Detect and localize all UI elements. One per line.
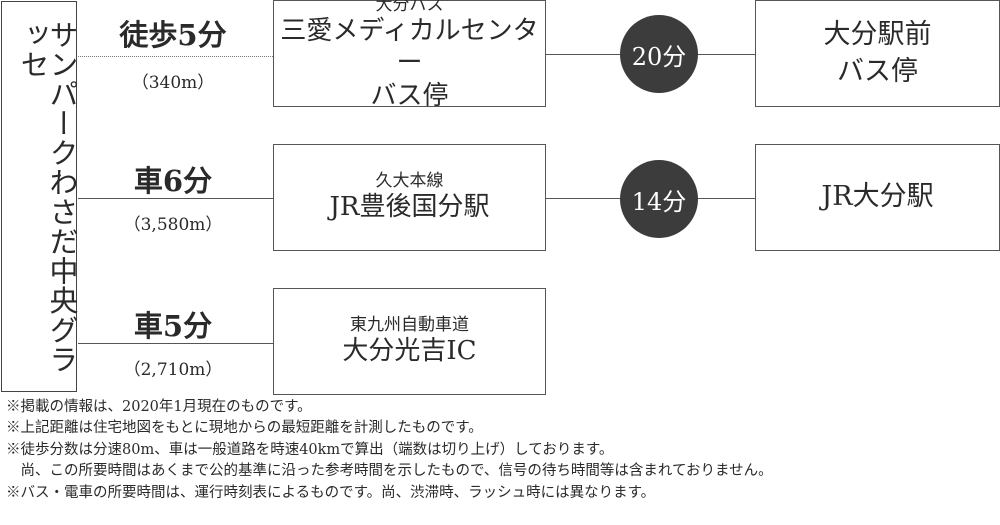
route-3-method: 車5分 [133, 309, 213, 343]
route-2-stop-box: 久大本線 JR豊後国分駅 [273, 144, 546, 251]
route-3-stop-name: 大分光吉IC [342, 336, 477, 367]
route-1-stop-operator: 大分バス [375, 0, 444, 15]
route-1-connector [78, 56, 273, 57]
route-1-destination-type: バス停 [837, 55, 918, 87]
route-2-method: 車6分 [133, 164, 213, 198]
route-2-connector [78, 198, 273, 199]
route-2-destination-box: JR大分駅 [755, 144, 1000, 251]
route-2-time-badge: 14分 [620, 160, 698, 238]
origin-name: サンパークわさだ中央グラッセ [16, 20, 79, 374]
route-1-stop-name: 三愛メディカルセンター [280, 15, 539, 79]
route-2-stop-name: JR豊後国分駅 [329, 192, 490, 223]
route-1-stop-box: 大分バス 三愛メディカルセンター バス停 [273, 0, 546, 111]
route-1-stop-type: バス停 [370, 80, 449, 111]
route-2-stop-line-name: 久大本線 [375, 171, 444, 192]
footnote: ※上記距離は住宅地図をもとに現地からの最短距離を計測したものです。 [6, 420, 483, 437]
origin-box: サンパークわさだ中央グラッセ [1, 1, 79, 392]
route-1-distance: （340m） [131, 73, 215, 93]
route-2-destination-name: JR大分駅 [821, 181, 934, 213]
route-3-distance: （2,710m） [123, 360, 223, 380]
footnotes: ※掲載の情報は、2020年1月現在のものです。 ※上記距離は住宅地図をもとに現地… [6, 397, 996, 504]
route-1-method: 徒歩5分 [119, 18, 227, 52]
route-1-destination-box: 大分駅前 バス停 [755, 0, 1000, 107]
footnote: ※バス・電車の所要時間は、運行時刻表によるものです。尚、渋滞時、ラッシュ時には異… [6, 484, 656, 501]
route-1-destination-name: 大分駅前 [823, 19, 932, 51]
footnote: 尚、この所要時間はあくまで公的基準に沿った参考時間を示したもので、信号の待ち時間… [6, 463, 773, 480]
route-2-distance: （3,580m） [123, 215, 223, 235]
footnote: ※徒歩分数は分速80m、車は一般道路を時速40kmで算出（端数は切り上げ）してお… [6, 441, 614, 458]
route-3-stop-road-name: 東九州自動車道 [350, 315, 469, 336]
route-3-connector [78, 343, 273, 344]
route-3-stop-box: 東九州自動車道 大分光吉IC [273, 288, 546, 395]
route-1-time-badge: 20分 [620, 15, 698, 93]
footnote: ※掲載の情報は、2020年1月現在のものです。 [6, 399, 312, 415]
